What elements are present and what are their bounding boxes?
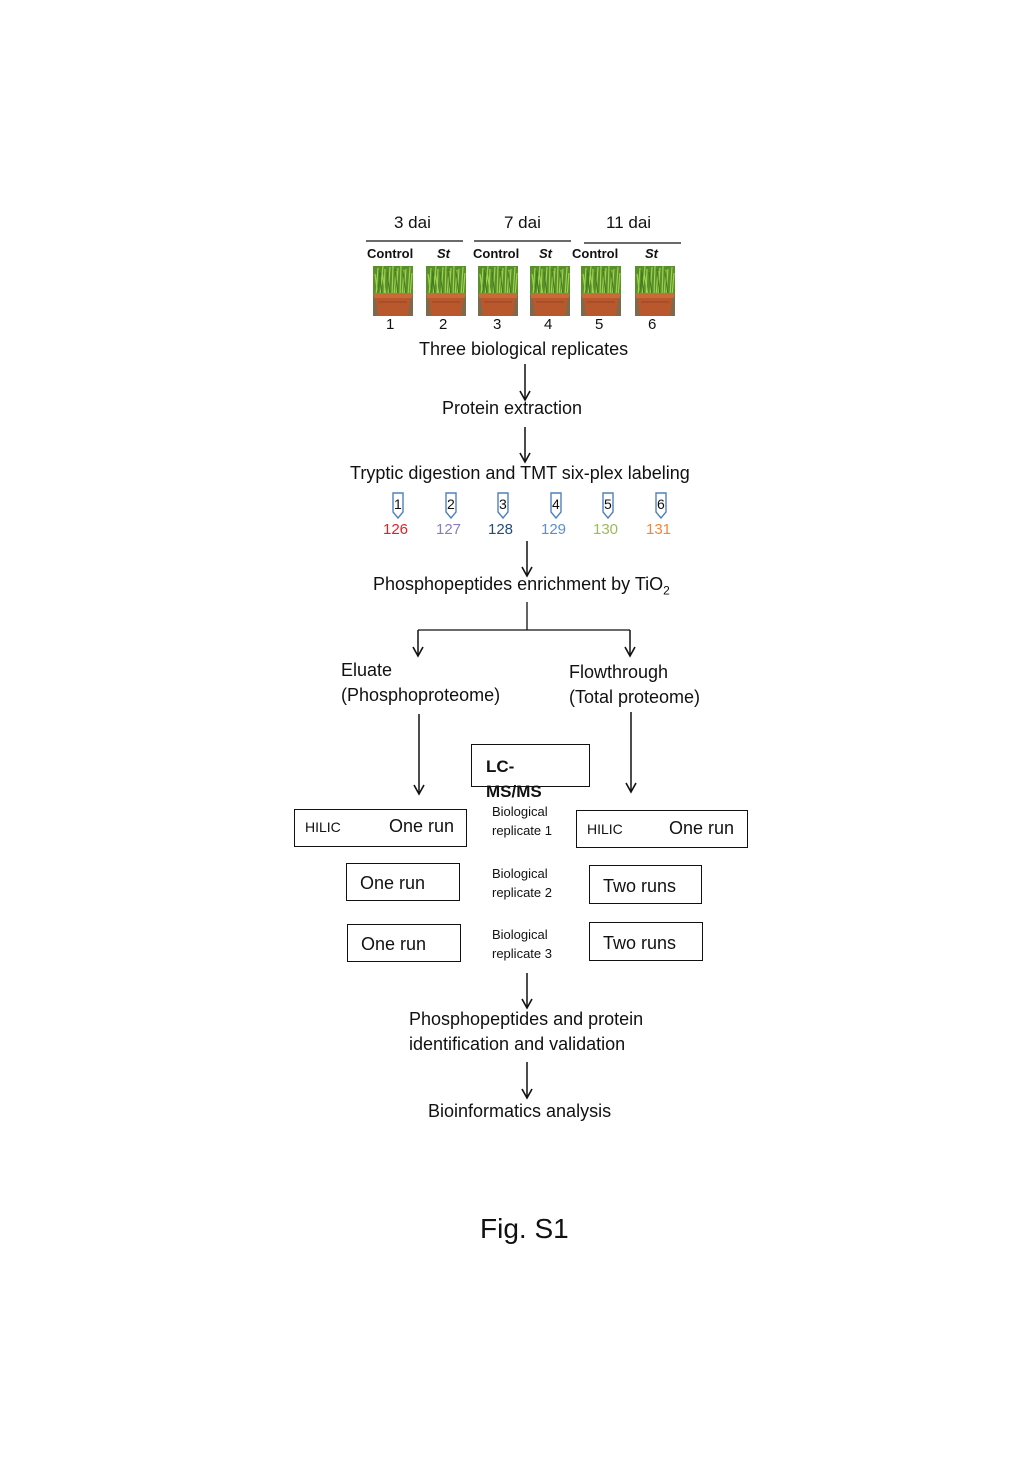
flow-run-3: Two runs	[603, 933, 677, 953]
sample-number-5: 5	[595, 316, 604, 333]
bio-replicate-2-line2: replicate 2	[492, 884, 552, 900]
bio-replicate-2-line1: Biological	[492, 866, 548, 881]
bio-replicate-3: Biological replicate 3	[492, 926, 552, 964]
bio-replicate-3-line1: Biological	[492, 927, 548, 942]
timepoint-label-2: 7 dai	[504, 213, 541, 232]
tmt-tag-sample-number: 6	[657, 496, 665, 512]
timepoint-label-3: 11 dai	[606, 213, 652, 232]
eluate-label: Eluate	[341, 660, 393, 680]
sample-number-3: 3	[493, 316, 502, 333]
tmt-tag-sample-number: 3	[499, 496, 507, 512]
flow-hilic-box	[576, 810, 748, 848]
tmt-channel-label: 130	[593, 521, 619, 538]
tmt-tag-sample-number: 2	[447, 496, 455, 512]
tmt-tag-icon	[602, 492, 614, 520]
tmt-tag-icon	[655, 492, 667, 520]
condition-label-1: Control	[367, 246, 414, 261]
step-extraction: Protein extraction	[442, 398, 583, 418]
step-identification-line2: identification and validation	[409, 1034, 626, 1054]
flow-run-2: Two runs	[603, 876, 677, 896]
tmt-tag-icon	[445, 492, 457, 520]
step-enrichment: Phosphopeptides enrichment by TiO2	[373, 574, 670, 598]
tmt-tag-sample-number: 1	[394, 496, 402, 512]
plant-image	[373, 266, 413, 316]
sample-number-2: 2	[439, 316, 448, 333]
plant-image	[635, 266, 675, 316]
eluate-run-box-3	[347, 924, 461, 962]
plant-image	[426, 266, 466, 316]
eluate-run-2: One run	[360, 873, 426, 893]
tmt-channel-label: 127	[436, 521, 462, 538]
flow-hilic-label: HILIC	[587, 821, 623, 837]
tmt-channel-label: 128	[488, 521, 514, 538]
sample-number-1: 1	[386, 316, 395, 333]
step-replicates: Three biological replicates	[419, 339, 629, 359]
plant-image	[478, 266, 518, 316]
condition-label-6: St	[645, 246, 658, 261]
step-bioinformatics: Bioinformatics analysis	[428, 1101, 612, 1121]
lcms-label: LC-MS/MS	[486, 757, 542, 801]
plant-image	[581, 266, 621, 316]
tmt-channel-label: 126	[383, 521, 409, 538]
flowthrough-sublabel: (Total proteome)	[569, 687, 701, 707]
figure-caption: Fig. S1	[480, 1213, 569, 1244]
condition-label-3: Control	[473, 246, 520, 261]
step-identification-line1: Phosphopeptides and protein	[409, 1009, 644, 1029]
enrichment-text: Phosphopeptides enrichment by TiO	[373, 574, 664, 594]
sample-number-4: 4	[544, 316, 553, 333]
bio-replicate-1: Biological replicate 1	[492, 803, 552, 841]
tmt-tag-icon	[550, 492, 562, 520]
lcms-box	[471, 744, 590, 787]
tmt-channel-label: 131	[646, 521, 672, 538]
flowthrough-label: Flowthrough	[569, 662, 669, 682]
tmt-tag-sample-number: 4	[552, 496, 560, 512]
condition-label-2: St	[437, 246, 450, 261]
flow-run-box-3	[589, 922, 703, 961]
flow-run-box-2	[589, 865, 702, 904]
tmt-tag-icon	[497, 492, 509, 520]
timepoint-label-1: 3 dai	[394, 213, 431, 232]
eluate-run-3: One run	[361, 934, 427, 954]
bio-replicate-2: Biological replicate 2	[492, 865, 552, 903]
step-labeling: Tryptic digestion and TMT six-plex label…	[350, 463, 690, 483]
bio-replicate-1-line1: Biological	[492, 804, 548, 819]
flow-run-1: One run	[669, 818, 735, 838]
eluate-hilic-box	[294, 809, 467, 847]
eluate-run-box-2	[346, 863, 460, 901]
condition-label-4: St	[539, 246, 552, 261]
eluate-sublabel: (Phosphoproteome)	[341, 685, 501, 705]
enrichment-subscript: 2	[663, 583, 670, 598]
eluate-hilic-label: HILIC	[305, 819, 341, 835]
tmt-tag-icon	[392, 492, 404, 520]
eluate-run-1: One run	[389, 816, 455, 836]
plant-image	[530, 266, 570, 316]
tmt-tag-sample-number: 5	[604, 496, 612, 512]
tmt-channel-label: 129	[541, 521, 567, 538]
condition-label-5: Control	[572, 246, 619, 261]
bio-replicate-1-line2: replicate 1	[492, 822, 552, 838]
sample-number-6: 6	[648, 316, 657, 333]
bio-replicate-3-line2: replicate 3	[492, 945, 552, 961]
